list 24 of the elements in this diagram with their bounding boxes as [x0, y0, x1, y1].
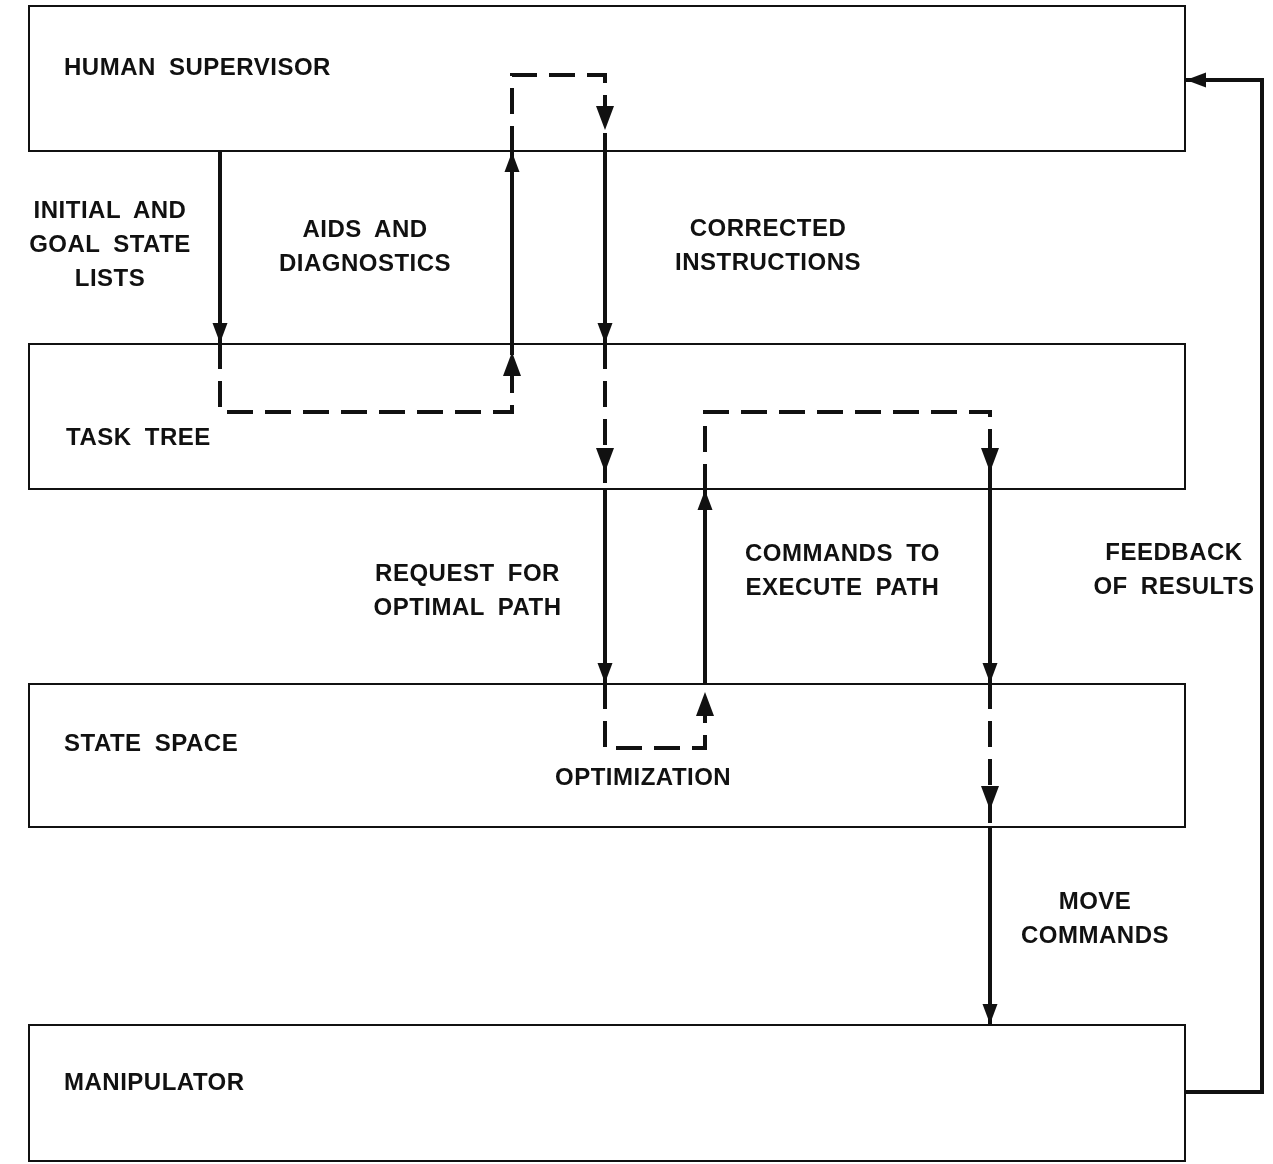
- edge-label: MOVE COMMANDS: [1020, 886, 1170, 950]
- band-title: MANIPULATOR: [64, 1068, 245, 1096]
- arrow: [212, 152, 228, 343]
- process-band: [28, 683, 1186, 828]
- edge-label: COMMANDS TO EXECUTE PATH: [743, 538, 942, 602]
- edge-label: FEEDBACK OF RESULTS: [1092, 537, 1256, 601]
- edge-label: CORRECTED INSTRUCTIONS: [674, 213, 862, 277]
- arrow: [504, 152, 520, 343]
- band-title: OPTIMIZATION: [555, 763, 732, 791]
- process-band: [28, 343, 1186, 490]
- arrow: [982, 828, 998, 1024]
- arrow: [597, 152, 613, 343]
- edge-label: AIDS AND DIAGNOSTICS: [277, 214, 453, 278]
- band-title: STATE SPACE: [64, 729, 239, 757]
- arrow: [597, 490, 613, 683]
- process-band: [28, 5, 1186, 152]
- arrow: [697, 490, 713, 683]
- edge-label: REQUEST FOR OPTIMAL PATH: [372, 558, 563, 622]
- edge-label: INITIAL AND GOAL STATE LISTS: [28, 195, 192, 293]
- process-band: [28, 1024, 1186, 1162]
- arrow: [982, 490, 998, 683]
- arrow: [1186, 72, 1264, 1094]
- band-title: TASK TREE: [66, 423, 211, 451]
- band-title: HUMAN SUPERVISOR: [64, 53, 331, 81]
